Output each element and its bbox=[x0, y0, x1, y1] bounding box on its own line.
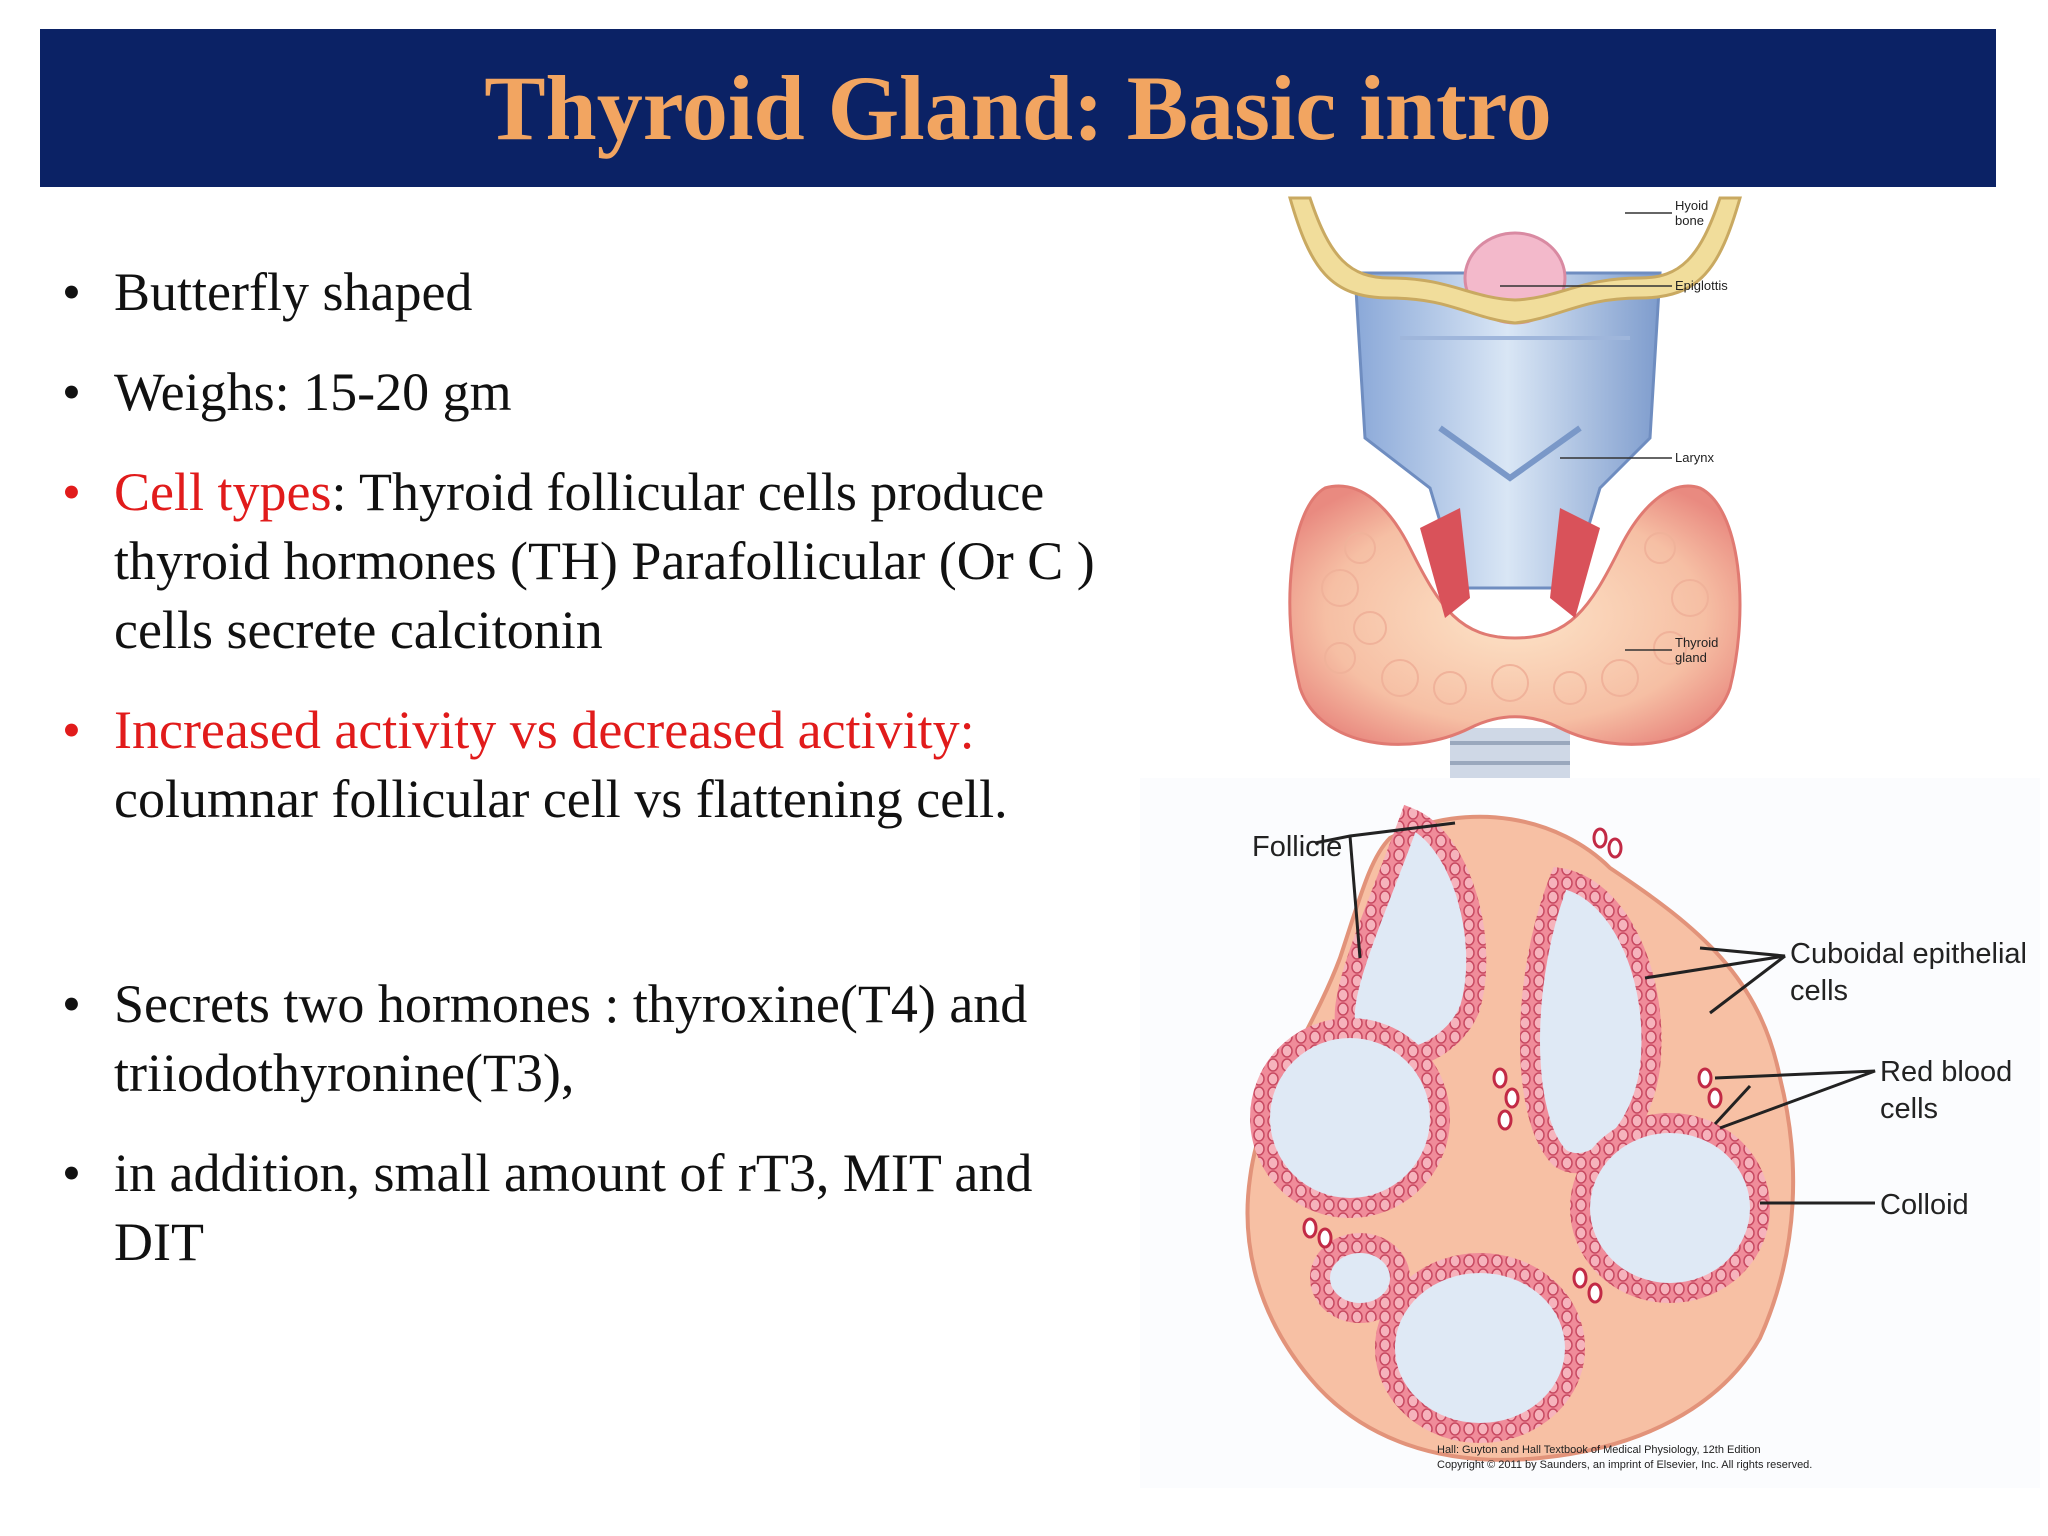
thyroid-anatomy-figure: Hyoid bone Epiglottis Larynx Thyroid gla… bbox=[1270, 188, 1770, 778]
label-thyroid: Thyroid bbox=[1675, 635, 1718, 650]
label-thyroid-2: gland bbox=[1675, 650, 1707, 665]
label-rbc-2: cells bbox=[1880, 1093, 1938, 1125]
bullet-list: • Butterfly shaped • Weighs: 15-20 gm • Cel… bbox=[52, 258, 1132, 1277]
bullet-item: • Cell types: Thyroid follicular cells pr… bbox=[52, 458, 1132, 665]
thyroid-anatomy-illustration: Hyoid bone Epiglottis Larynx Thyroid gla… bbox=[1270, 188, 1770, 778]
thyroid-histology-illustration: Follicle Cuboidal epithelial cells Red b… bbox=[1140, 778, 2040, 1488]
bullet-dot: • bbox=[62, 262, 81, 322]
bullet-text: in addition, small amount of rT3, MIT an… bbox=[114, 1143, 1033, 1272]
label-cuboidal-2: cells bbox=[1790, 975, 1848, 1007]
bullet-dot: • bbox=[62, 1143, 81, 1203]
thyroid-histology-figure: Follicle Cuboidal epithelial cells Red b… bbox=[1140, 778, 2040, 1488]
label-hyoid-2: bone bbox=[1675, 213, 1704, 228]
bullet-highlight: Cell types bbox=[114, 462, 332, 522]
bullet-dot: • bbox=[62, 974, 81, 1034]
label-follicle: Follicle bbox=[1252, 831, 1342, 863]
label-epiglottis: Epiglottis bbox=[1675, 278, 1728, 293]
label-hyoid: Hyoid bbox=[1675, 198, 1708, 213]
bullet-text: columnar follicular cell vs flattening c… bbox=[114, 769, 1008, 829]
bullet-item: • Weighs: 15-20 gm bbox=[52, 358, 1132, 427]
bullet-item: • Secrets two hormones : thyroxine(T4) an… bbox=[52, 970, 1132, 1108]
bullet-dot: • bbox=[62, 462, 81, 522]
bullet-text: : Thyroid follicular cells produce thyro… bbox=[114, 462, 1095, 660]
label-rbc: Red blood bbox=[1880, 1056, 2012, 1088]
bullet-text: Secrets two hormones : thyroxine(T4) and… bbox=[114, 974, 1028, 1103]
label-larynx: Larynx bbox=[1675, 450, 1715, 465]
label-cuboidal: Cuboidal epithelial bbox=[1790, 938, 2027, 970]
bullet-dot: • bbox=[62, 362, 81, 422]
label-colloid: Colloid bbox=[1880, 1189, 1969, 1221]
figure-copyright: Copyright © 2011 by Saunders, an imprint… bbox=[1437, 1459, 1812, 1471]
bullet-highlight: Increased activity vs decreased activity… bbox=[114, 700, 975, 760]
bullet-dot: • bbox=[62, 700, 81, 760]
bullet-text: Butterfly shaped bbox=[114, 262, 473, 322]
figure-credit: Hall: Guyton and Hall Textbook of Medica… bbox=[1437, 1444, 1761, 1456]
slide-title: Thyroid Gland: Basic intro bbox=[484, 57, 1552, 159]
bullet-item: • Increased activity vs decreased activit… bbox=[52, 696, 1132, 834]
bullet-text: Weighs: 15-20 gm bbox=[114, 362, 512, 422]
bullet-item: • Butterfly shaped bbox=[52, 258, 1132, 327]
title-bar: Thyroid Gland: Basic intro bbox=[40, 29, 1996, 187]
bullet-item: • in addition, small amount of rT3, MIT a… bbox=[52, 1139, 1132, 1277]
